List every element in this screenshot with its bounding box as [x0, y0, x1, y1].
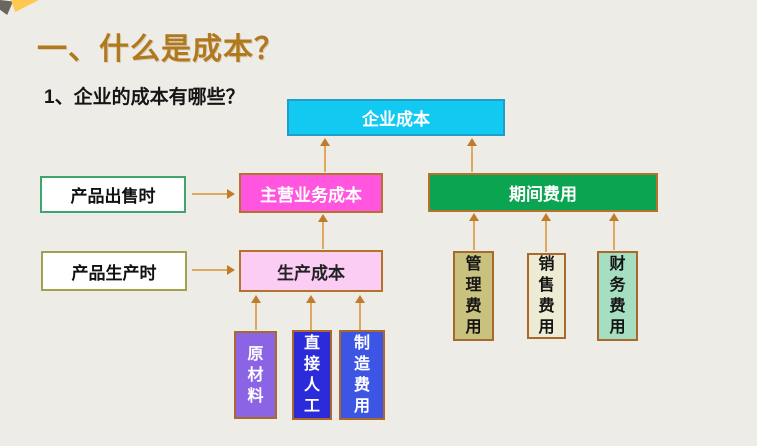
- node-raw-materials: 原材料: [234, 331, 277, 419]
- folded-paper-icon: [11, 0, 39, 12]
- node-label: 财务费用: [609, 256, 626, 336]
- node-period-expense: 期间费用: [428, 173, 658, 212]
- node-manufacturing-expense: 制造费用: [339, 330, 385, 420]
- node-main-business-cost: 主营业务成本: [239, 173, 383, 213]
- node-when-product-sold: 产品出售时: [40, 176, 186, 213]
- node-production-cost: 生产成本: [239, 250, 383, 292]
- arrow-sold-to-main-cost-icon: [192, 189, 235, 199]
- node-label: 管理费用: [465, 256, 482, 336]
- node-label: 销售费用: [538, 256, 555, 336]
- node-when-product-produced: 产品生产时: [41, 251, 187, 291]
- arrow-labor-to-production-icon: [306, 295, 316, 330]
- folded-paper-icon: [0, 0, 13, 15]
- arrow-main-cost-to-enterprise-icon: [320, 138, 330, 172]
- node-finance-expense: 财务费用: [597, 251, 638, 341]
- node-label: 直接人工: [303, 335, 320, 415]
- node-label: 原材料: [247, 345, 264, 405]
- slide-subtitle: 1、企业的成本有哪些？: [44, 87, 245, 108]
- arrow-raw-to-production-icon: [251, 295, 261, 330]
- node-selling-expense: 销售费用: [527, 253, 566, 339]
- arrow-finance-to-period-icon: [609, 213, 619, 250]
- arrow-production-to-main-cost-icon: [318, 214, 328, 249]
- node-enterprise-cost: 企业成本: [287, 99, 505, 136]
- node-label: 制造费用: [353, 335, 370, 415]
- node-admin-expense: 管理费用: [453, 251, 494, 341]
- slide-title: 一、什么是成本？: [37, 33, 285, 66]
- arrow-mfg-to-production-icon: [355, 295, 365, 330]
- arrow-period-to-enterprise-icon: [467, 138, 477, 172]
- node-direct-labor: 直接人工: [292, 330, 332, 420]
- arrow-selling-to-period-icon: [541, 213, 551, 252]
- arrow-admin-to-period-icon: [469, 213, 479, 250]
- arrow-produced-to-production-icon: [192, 265, 235, 275]
